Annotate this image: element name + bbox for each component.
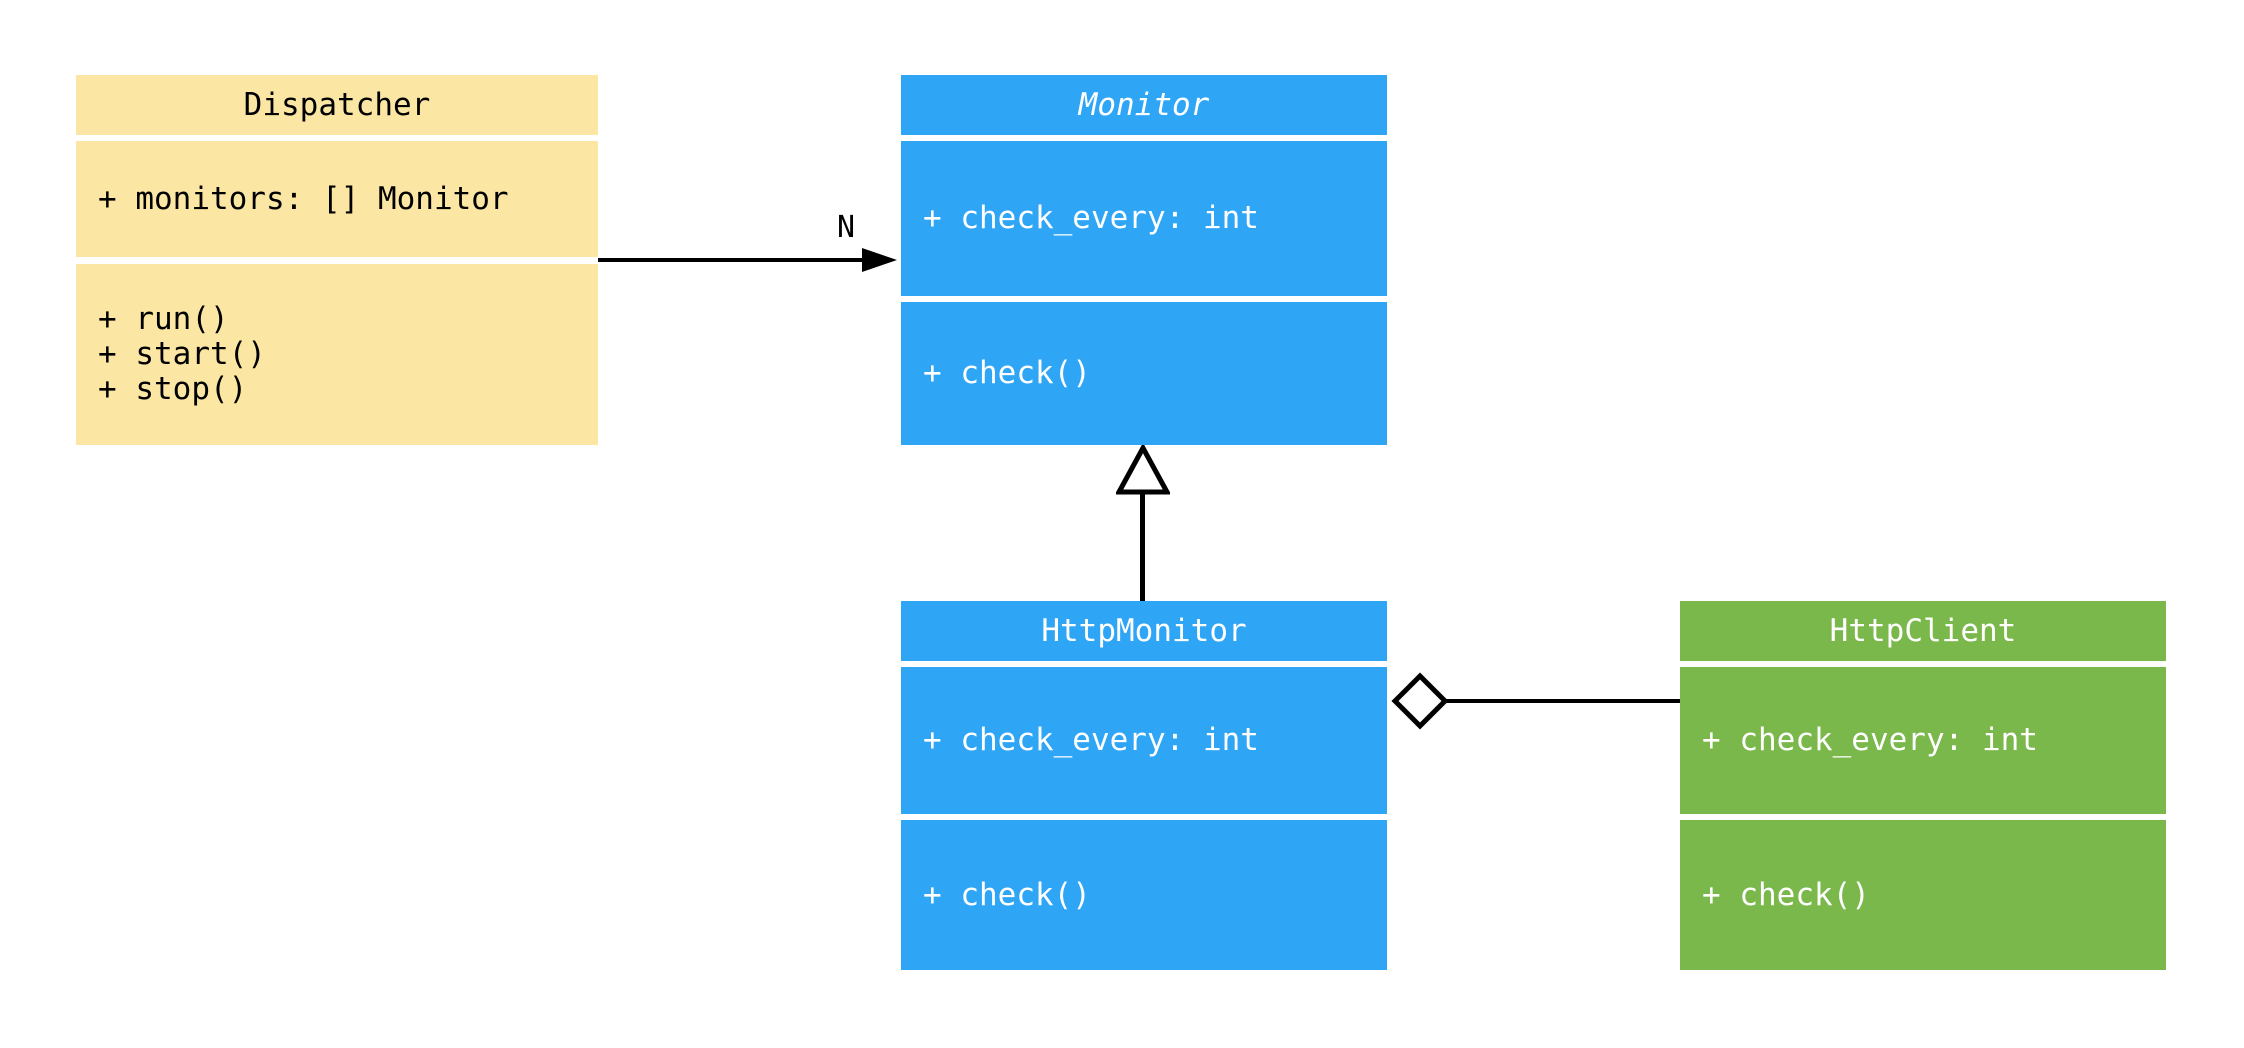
class-methods-section: + run() + start() + stop(): [76, 264, 598, 445]
class-httpclient: HttpClient + check_every: int + check(): [1680, 601, 2166, 970]
class-attributes-section: + check_every: int: [901, 141, 1387, 296]
class-attribute: + check_every: int: [923, 200, 1259, 236]
class-title: Monitor: [901, 75, 1387, 135]
class-httpmonitor: HttpMonitor + check_every: int + check(): [901, 601, 1387, 970]
class-method: + start(): [98, 336, 266, 372]
class-attributes-section: + check_every: int: [1680, 667, 2166, 814]
association-line: [598, 258, 864, 262]
class-method: + stop(): [98, 371, 248, 407]
association-multiplicity-label: N: [836, 210, 856, 245]
class-dispatcher: Dispatcher + monitors: [] Monitor + run(…: [76, 75, 598, 445]
class-attribute: + check_every: int: [923, 722, 1259, 758]
class-methods-section: + check(): [901, 302, 1387, 445]
class-monitor: Monitor + check_every: int + check(): [901, 75, 1387, 445]
class-title: HttpClient: [1680, 601, 2166, 661]
class-title: HttpMonitor: [901, 601, 1387, 661]
class-method: + check(): [923, 355, 1091, 391]
class-attribute: + monitors: [] Monitor: [98, 180, 509, 217]
class-methods-section: + check(): [1680, 820, 2166, 970]
association-arrowhead-icon: [862, 248, 897, 272]
class-attributes-section: + monitors: [] Monitor: [76, 141, 598, 257]
class-method: + run(): [98, 301, 229, 337]
class-method: + check(): [923, 876, 1091, 913]
class-attribute: + check_every: int: [1702, 722, 2038, 758]
class-title: Dispatcher: [76, 75, 598, 135]
class-attributes-section: + check_every: int: [901, 667, 1387, 814]
aggregation-line: [1446, 699, 1680, 703]
class-method: + check(): [1702, 876, 1870, 913]
generalization-triangle-icon: [1116, 445, 1170, 495]
aggregation-diamond-icon: [1391, 672, 1449, 730]
generalization-line: [1140, 492, 1145, 601]
class-methods-section: + check(): [901, 820, 1387, 970]
